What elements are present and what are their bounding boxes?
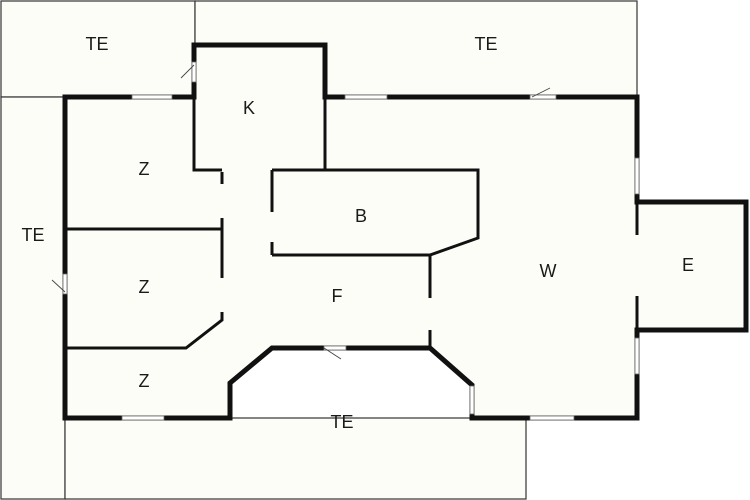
- door-swing: [323, 347, 342, 360]
- kitchen-left-wall: [192, 97, 222, 172]
- bedroom-divider-lower: [65, 312, 224, 350]
- window: [344, 94, 388, 100]
- window: [529, 94, 557, 100]
- room-label-z-bottom: Z: [139, 371, 150, 391]
- window: [634, 157, 640, 195]
- bathroom-wall: [272, 168, 480, 257]
- window: [62, 273, 68, 295]
- door-swing: [531, 87, 551, 98]
- room-label-z-middle: Z: [139, 277, 150, 297]
- terrace-bottom: [64, 417, 527, 500]
- terrace-left: [0, 96, 66, 500]
- window: [634, 337, 640, 375]
- window: [191, 61, 197, 83]
- house-floor: [65, 45, 746, 418]
- window: [131, 94, 173, 100]
- interior-walls: [65, 97, 639, 350]
- room-label-e: E: [682, 255, 694, 275]
- room-label-w: W: [540, 261, 557, 281]
- room-label-te-top-left: TE: [85, 34, 108, 54]
- window: [323, 345, 347, 351]
- room-label-k: K: [243, 98, 255, 118]
- door-swing: [51, 279, 66, 293]
- window: [469, 385, 475, 415]
- windows: [62, 61, 640, 421]
- doors: [51, 64, 551, 360]
- door-swing: [180, 64, 195, 79]
- room-label-b: B: [355, 206, 367, 226]
- room-label-z-top: Z: [139, 159, 150, 179]
- room-label-te-left: TE: [21, 225, 44, 245]
- room-labels: TE TE TE TE K Z Z Z B F W E: [21, 34, 694, 432]
- terrace-top-left: [0, 0, 196, 98]
- room-label-te-top-right: TE: [474, 34, 497, 54]
- room-label-f: F: [332, 286, 343, 306]
- window: [529, 415, 575, 421]
- window: [121, 415, 165, 421]
- terraces: [0, 0, 638, 500]
- room-label-te-bottom: TE: [330, 412, 353, 432]
